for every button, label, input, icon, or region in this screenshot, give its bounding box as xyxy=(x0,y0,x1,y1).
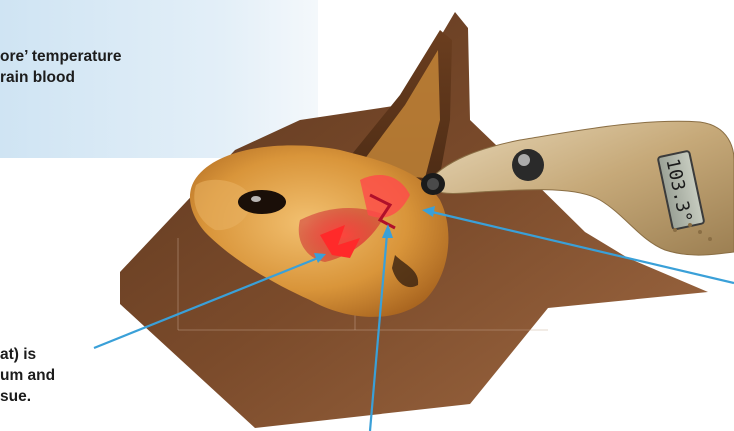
caption-bottom-line-3: sue. xyxy=(0,388,31,405)
caption-top: ore’ temperature rain blood xyxy=(0,46,121,88)
caption-bottom-line-2: um and xyxy=(0,367,55,384)
caption-top-line-1: ore’ temperature xyxy=(0,48,121,65)
caption-top-line-2: rain blood xyxy=(0,69,75,86)
caption-bottom-line-1: at) is xyxy=(0,346,36,363)
dog-eye xyxy=(238,190,286,214)
thermometer-button xyxy=(512,149,544,181)
caption-bottom: at) is um and sue. xyxy=(0,344,55,407)
